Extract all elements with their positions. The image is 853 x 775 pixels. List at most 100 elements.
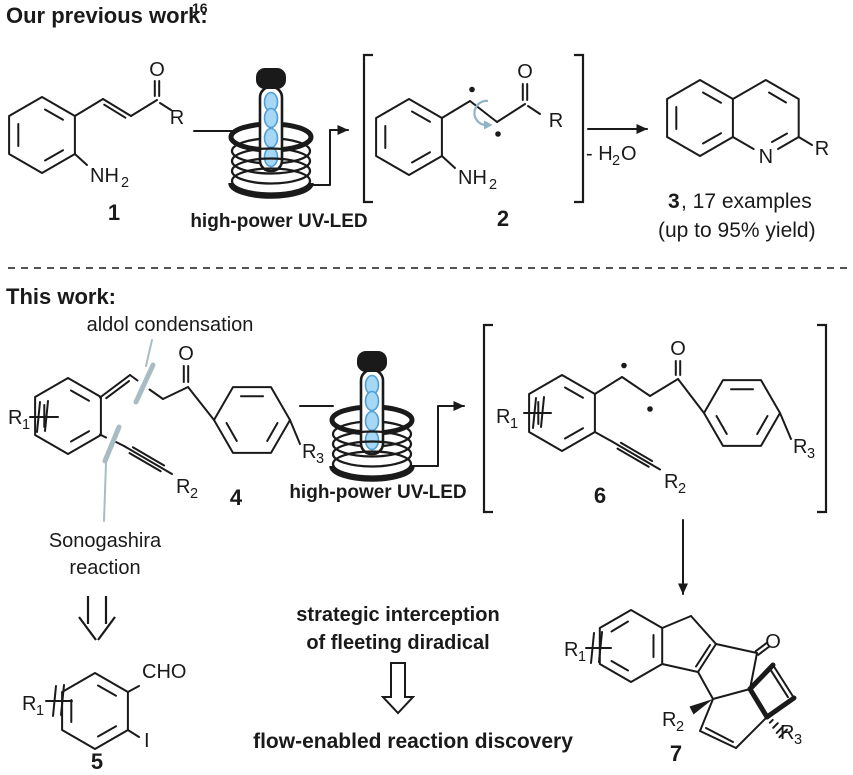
photoreactor-2 bbox=[332, 351, 412, 479]
aldol-connector-line bbox=[145, 339, 153, 367]
examples-count: , 17 examples bbox=[681, 190, 812, 213]
alkyne-line bbox=[131, 446, 166, 467]
right-bracket bbox=[574, 53, 585, 204]
flow-enabled-label: flow-enabled reaction discovery bbox=[253, 730, 573, 753]
r1-hash-mark bbox=[540, 396, 545, 428]
r1-subscript: 1 bbox=[36, 703, 44, 719]
r1-label: R bbox=[22, 693, 36, 715]
alkyne-line bbox=[619, 441, 654, 462]
photoreactor-1 bbox=[231, 68, 311, 196]
compound-5: R 1 CHO I 5 bbox=[22, 661, 186, 774]
product-7-number: 7 bbox=[670, 741, 682, 766]
r3-label: R bbox=[302, 441, 316, 463]
strategic-interception-line2: of fleeting diradical bbox=[306, 632, 489, 654]
alkyne-line bbox=[128, 452, 162, 473]
carbonyl-oxygen-label: O bbox=[178, 343, 194, 365]
uv-led-label-2: high-power UV-LED bbox=[289, 482, 466, 503]
yield-note: (up to 95% yield) bbox=[658, 219, 816, 242]
iodide-label: I bbox=[144, 730, 150, 752]
aryl-ring bbox=[213, 386, 291, 454]
arrow-reactor2-to-intermediate6 bbox=[410, 401, 465, 467]
aryl-ring bbox=[703, 379, 781, 447]
bold-ring-bond bbox=[747, 662, 776, 692]
r1-hash-mark bbox=[36, 401, 41, 433]
alkyne-line bbox=[616, 447, 650, 468]
r1-subscript: 1 bbox=[578, 649, 586, 665]
radical-dot bbox=[621, 362, 627, 369]
product-7: R 1 O bbox=[564, 609, 802, 766]
intermediate-2-number: 2 bbox=[497, 206, 509, 231]
r2-subscript: 2 bbox=[190, 486, 198, 502]
alkene-double-bond bbox=[103, 103, 127, 119]
ketone-oxygen-label: O bbox=[765, 631, 781, 653]
left-bracket bbox=[362, 53, 373, 204]
compound-4: R 1 O R 3 R 2 bbox=[8, 339, 324, 522]
curved-arrowhead bbox=[484, 120, 493, 130]
r-group-label: R bbox=[815, 138, 829, 160]
cyclopentene-double-bond bbox=[705, 727, 734, 743]
right-bracket bbox=[817, 323, 828, 514]
aldol-disconnection-slash bbox=[133, 362, 156, 405]
previous-work-title: Our previous work: bbox=[6, 3, 208, 28]
sonogashira-label-line2: reaction bbox=[69, 557, 140, 579]
intermediate-2: O R NH 2 2 bbox=[362, 53, 585, 231]
retrosynthesis-arrow bbox=[78, 596, 116, 641]
r1-label: R bbox=[564, 639, 578, 661]
compound-4-number: 4 bbox=[230, 485, 243, 510]
compound-5-number: 5 bbox=[91, 749, 103, 774]
r1-hash-mark bbox=[590, 632, 595, 664]
sonogashira-disconnection-slash bbox=[102, 424, 122, 464]
r1-subscript: 1 bbox=[510, 416, 518, 432]
product-3-number: 3 bbox=[668, 190, 680, 213]
r1-subscript: 1 bbox=[22, 417, 30, 433]
r-group-label: R bbox=[549, 110, 563, 132]
benzene-ring bbox=[375, 98, 443, 176]
radical-dot bbox=[469, 86, 475, 93]
r3-subscript: 3 bbox=[794, 732, 802, 748]
compound-1: O R NH 2 1 bbox=[8, 59, 184, 225]
sonogashira-connector-line bbox=[103, 462, 107, 522]
r1-hash-mark bbox=[598, 631, 603, 663]
section-this-work: This work: aldol condensation R 1 O R 3 bbox=[6, 284, 828, 774]
r1-label: R bbox=[8, 407, 22, 429]
r1-label: R bbox=[496, 406, 510, 428]
uv-led-label-1: high-power UV-LED bbox=[190, 211, 367, 232]
bond-rotation-curved-arrow bbox=[473, 99, 489, 127]
r2-label: R bbox=[662, 709, 676, 731]
compound-1-number: 1 bbox=[108, 200, 120, 225]
arrow-reactor1-to-intermediate2 bbox=[309, 125, 349, 186]
radical-dot bbox=[647, 406, 653, 412]
aldol-condensation-label: aldol condensation bbox=[87, 314, 254, 336]
amine-subscript: 2 bbox=[121, 175, 129, 191]
r-group-label: R bbox=[170, 107, 184, 129]
carbonyl-oxygen-label: O bbox=[517, 61, 533, 83]
fulvene-double-bond bbox=[695, 644, 711, 668]
carbonyl-oxygen-label: O bbox=[149, 59, 165, 81]
r3-label: R bbox=[780, 722, 794, 744]
benzene-ring bbox=[8, 96, 76, 174]
r1-hash-mark bbox=[532, 397, 537, 429]
amine-label: NH bbox=[90, 165, 119, 187]
this-work-title: This work: bbox=[6, 284, 116, 309]
radical-dot bbox=[495, 131, 501, 137]
strategic-interception-line1: strategic interception bbox=[296, 604, 499, 626]
benzene-ring bbox=[61, 672, 129, 750]
r3-subscript: 3 bbox=[807, 446, 815, 462]
r1-hash-mark bbox=[52, 685, 57, 717]
cyclobutene-double-bond bbox=[770, 669, 789, 699]
r3-label: R bbox=[793, 436, 807, 458]
r1-hash-mark bbox=[44, 400, 49, 432]
intermediate-6-number: 6 bbox=[594, 483, 606, 508]
amine-subscript: 2 bbox=[489, 177, 497, 193]
product-3: N R 3 , 17 examples (up to 95% yield) bbox=[658, 79, 829, 242]
benzo-ring bbox=[666, 79, 734, 157]
minus-water-subscript: 2 bbox=[612, 153, 620, 169]
r2-wedge-bond bbox=[689, 699, 713, 715]
r2-label: R bbox=[176, 476, 190, 498]
r3-subscript: 3 bbox=[316, 451, 324, 467]
sonogashira-label-line1: Sonogashira bbox=[49, 530, 162, 552]
dehydration-arrow: - H 2 O bbox=[586, 124, 648, 169]
hollow-down-arrow bbox=[380, 662, 416, 715]
